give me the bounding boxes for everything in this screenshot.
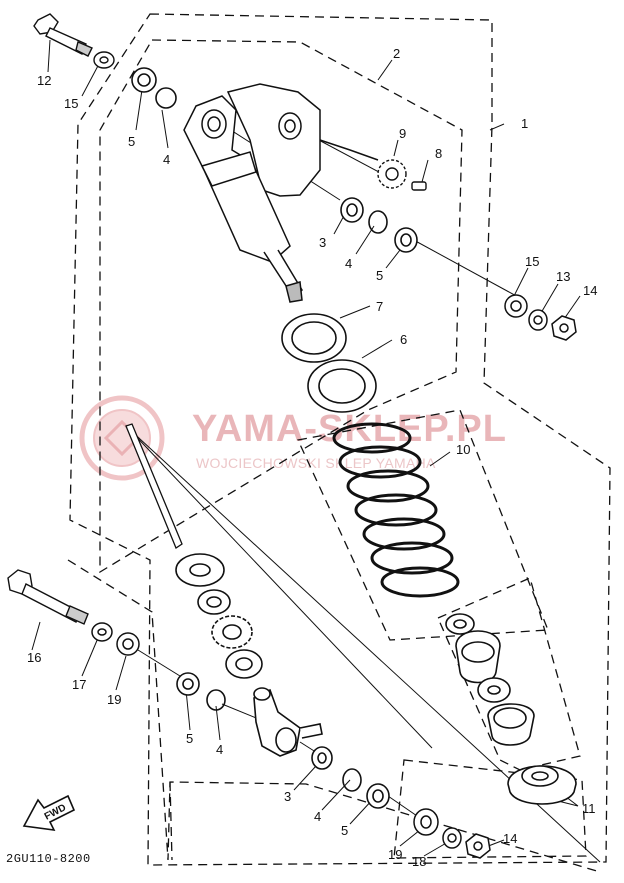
label-15b: 15 [525, 254, 540, 269]
label-3a: 3 [319, 235, 327, 250]
oil-seal-5b-icon [394, 227, 418, 253]
oil-seal-5d-icon [366, 783, 390, 809]
spring-10-icon [332, 422, 460, 598]
label-5b: 5 [376, 268, 384, 283]
watermark-text: YAMA-SKLEP.PL [192, 408, 507, 450]
bearing-stack-icon [175, 553, 263, 679]
fwd-arrow-icon [22, 794, 76, 831]
screw-8-icon [411, 181, 427, 191]
group-outline-lower [67, 559, 601, 873]
label-19a: 19 [107, 692, 122, 707]
collar-15b-icon [504, 294, 528, 318]
label-13: 13 [556, 269, 571, 284]
label-18: 18 [412, 854, 427, 869]
locknut-7-icon [281, 313, 347, 363]
group-outline-spring [297, 409, 549, 641]
lower-eye-icon [253, 687, 323, 757]
group-outline-2 [99, 39, 463, 574]
label-19b: 19 [388, 847, 403, 862]
circlip-4d-icon [342, 768, 362, 792]
collar-15-icon [93, 51, 115, 69]
label-3c: 3 [284, 789, 292, 804]
washer-17-icon [91, 622, 113, 642]
collar-19b-icon [413, 808, 439, 836]
label-8: 8 [435, 146, 443, 161]
label-16: 16 [27, 650, 42, 665]
label-10: 10 [456, 442, 471, 457]
label-6: 6 [400, 332, 408, 347]
label-5c: 5 [186, 731, 194, 746]
pushrod-icon [125, 423, 183, 549]
label-4a: 4 [163, 152, 171, 167]
bumper-stack-icon [445, 613, 535, 746]
oil-seal-5c-icon [176, 672, 200, 696]
bolt-16-icon [7, 569, 89, 625]
label-15a: 15 [64, 96, 79, 111]
washer-18-icon [442, 827, 462, 849]
adjust-nut-6-icon [307, 359, 377, 413]
oil-seal-5-icon [131, 67, 157, 93]
circlip-4-icon [155, 87, 177, 109]
label-11: 11 [582, 801, 596, 816]
group-outline-bottom [437, 577, 581, 771]
watermark-logo-icon [79, 395, 165, 481]
nut-14b-icon [465, 833, 491, 859]
label-4c: 4 [216, 742, 224, 757]
label-9: 9 [399, 126, 407, 141]
washer-13-icon [528, 309, 548, 331]
label-12: 12 [37, 73, 52, 88]
nut-14-icon [551, 315, 577, 341]
bushing-3c-icon [311, 746, 333, 770]
bolt-12-icon [33, 13, 93, 57]
circlip-4b-icon [368, 210, 388, 234]
label-7: 7 [376, 299, 384, 314]
label-5d: 5 [341, 823, 349, 838]
bushing-3-icon [340, 197, 364, 223]
shock-absorber-body-icon [183, 83, 379, 303]
circlip-4c-icon [206, 689, 226, 711]
label-4b: 4 [345, 256, 353, 271]
group-outline-1 [69, 13, 611, 866]
spring-seat-11-icon [507, 765, 577, 805]
diagram-code: 2GU110-8200 [6, 852, 91, 866]
label-17: 17 [72, 677, 87, 692]
label-14a: 14 [583, 283, 598, 298]
watermark-subtext: WOJCIECHOWSKI SKLEP YAMAHA [196, 455, 436, 471]
label-2: 2 [393, 46, 401, 61]
collar-19-icon [116, 632, 140, 656]
label-14b: 14 [503, 831, 518, 846]
label-1: 1 [521, 116, 529, 131]
label-4d: 4 [314, 809, 322, 824]
adjuster-knob-9-icon [377, 159, 407, 189]
label-5a: 5 [128, 134, 136, 149]
